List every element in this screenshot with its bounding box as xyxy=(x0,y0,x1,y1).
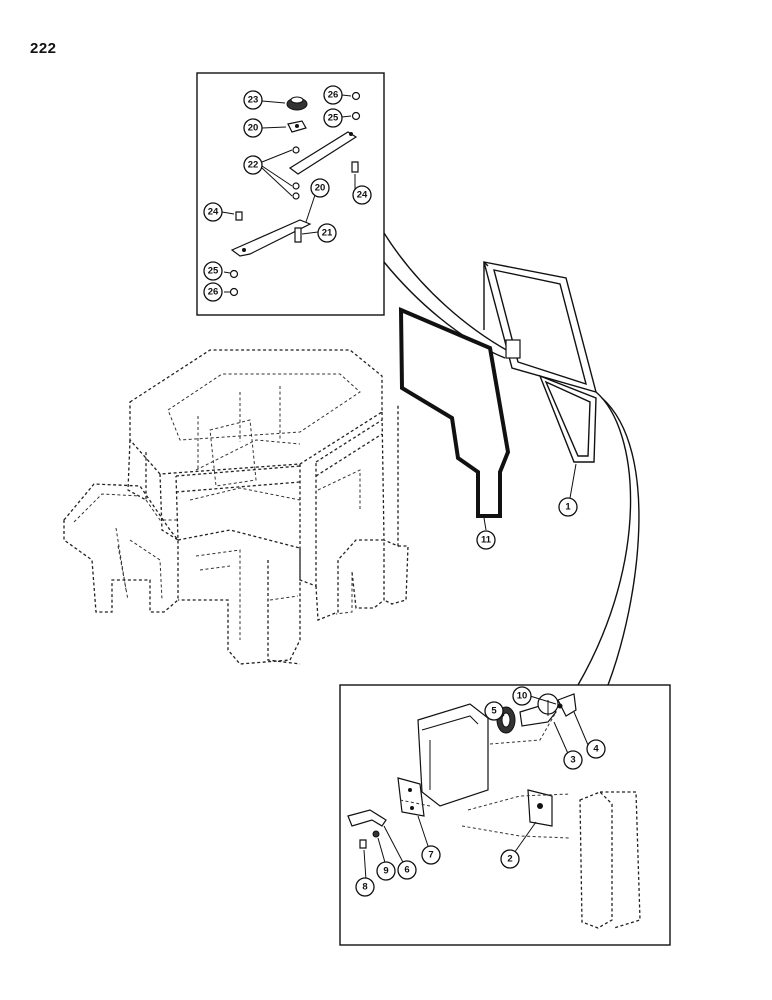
latch-parts xyxy=(347,693,641,929)
latch-inset-panel xyxy=(339,684,671,946)
svg-text:25: 25 xyxy=(208,266,219,277)
callout-7: 7 xyxy=(421,845,441,865)
callout-8: 8 xyxy=(355,877,375,897)
hinge-strap-lower xyxy=(230,219,312,257)
svg-text:21: 21 xyxy=(322,228,333,239)
callout-26: 26 xyxy=(323,85,343,105)
callout-10: 10 xyxy=(512,686,532,706)
callout-26: 26 xyxy=(203,282,223,302)
svg-text:8: 8 xyxy=(362,882,367,893)
callout-21: 21 xyxy=(317,223,337,243)
latch-body xyxy=(417,703,489,807)
callout-4: 4 xyxy=(586,739,606,759)
svg-text:26: 26 xyxy=(208,287,219,298)
callout-25: 25 xyxy=(203,261,223,281)
svg-text:2: 2 xyxy=(507,854,512,865)
callout-5: 5 xyxy=(484,701,504,721)
hinge-parts xyxy=(229,91,361,297)
svg-text:7: 7 xyxy=(428,850,433,861)
callout-1: 1 xyxy=(558,497,578,517)
svg-text:5: 5 xyxy=(491,706,497,717)
svg-text:10: 10 xyxy=(517,691,528,702)
callout-9: 9 xyxy=(376,861,396,881)
outer-handle xyxy=(347,809,387,827)
svg-text:24: 24 xyxy=(208,207,219,218)
svg-text:9: 9 xyxy=(383,866,388,877)
callout-3: 3 xyxy=(563,750,583,770)
svg-text:4: 4 xyxy=(593,744,599,755)
glass-panel xyxy=(398,306,511,518)
hinge-strap-upper xyxy=(288,131,358,175)
callout-25: 25 xyxy=(323,108,343,128)
callout-11: 11 xyxy=(476,530,496,550)
svg-text:25: 25 xyxy=(328,113,339,124)
svg-text:20: 20 xyxy=(315,183,326,194)
callout-22: 22 xyxy=(243,155,263,175)
svg-text:1: 1 xyxy=(565,502,571,513)
svg-text:6: 6 xyxy=(404,865,409,876)
callout-23: 23 xyxy=(243,90,263,110)
cab-frame xyxy=(63,349,409,665)
callout-6: 6 xyxy=(397,860,417,880)
svg-text:22: 22 xyxy=(248,160,259,171)
svg-text:23: 23 xyxy=(248,95,259,106)
latch-plate xyxy=(397,777,425,817)
svg-text:3: 3 xyxy=(570,755,575,766)
svg-text:11: 11 xyxy=(481,535,492,546)
hinge-leaders xyxy=(221,94,356,293)
callout-24: 24 xyxy=(203,202,223,222)
callout-24: 24 xyxy=(352,185,372,205)
svg-text:26: 26 xyxy=(328,90,339,101)
callout-20: 20 xyxy=(243,118,263,138)
callout-2: 2 xyxy=(500,849,520,869)
svg-text:20: 20 xyxy=(248,123,259,134)
page-number: 222 xyxy=(30,40,57,57)
svg-text:24: 24 xyxy=(357,190,368,201)
latch-leaders xyxy=(363,695,589,881)
callout-20: 20 xyxy=(310,178,330,198)
